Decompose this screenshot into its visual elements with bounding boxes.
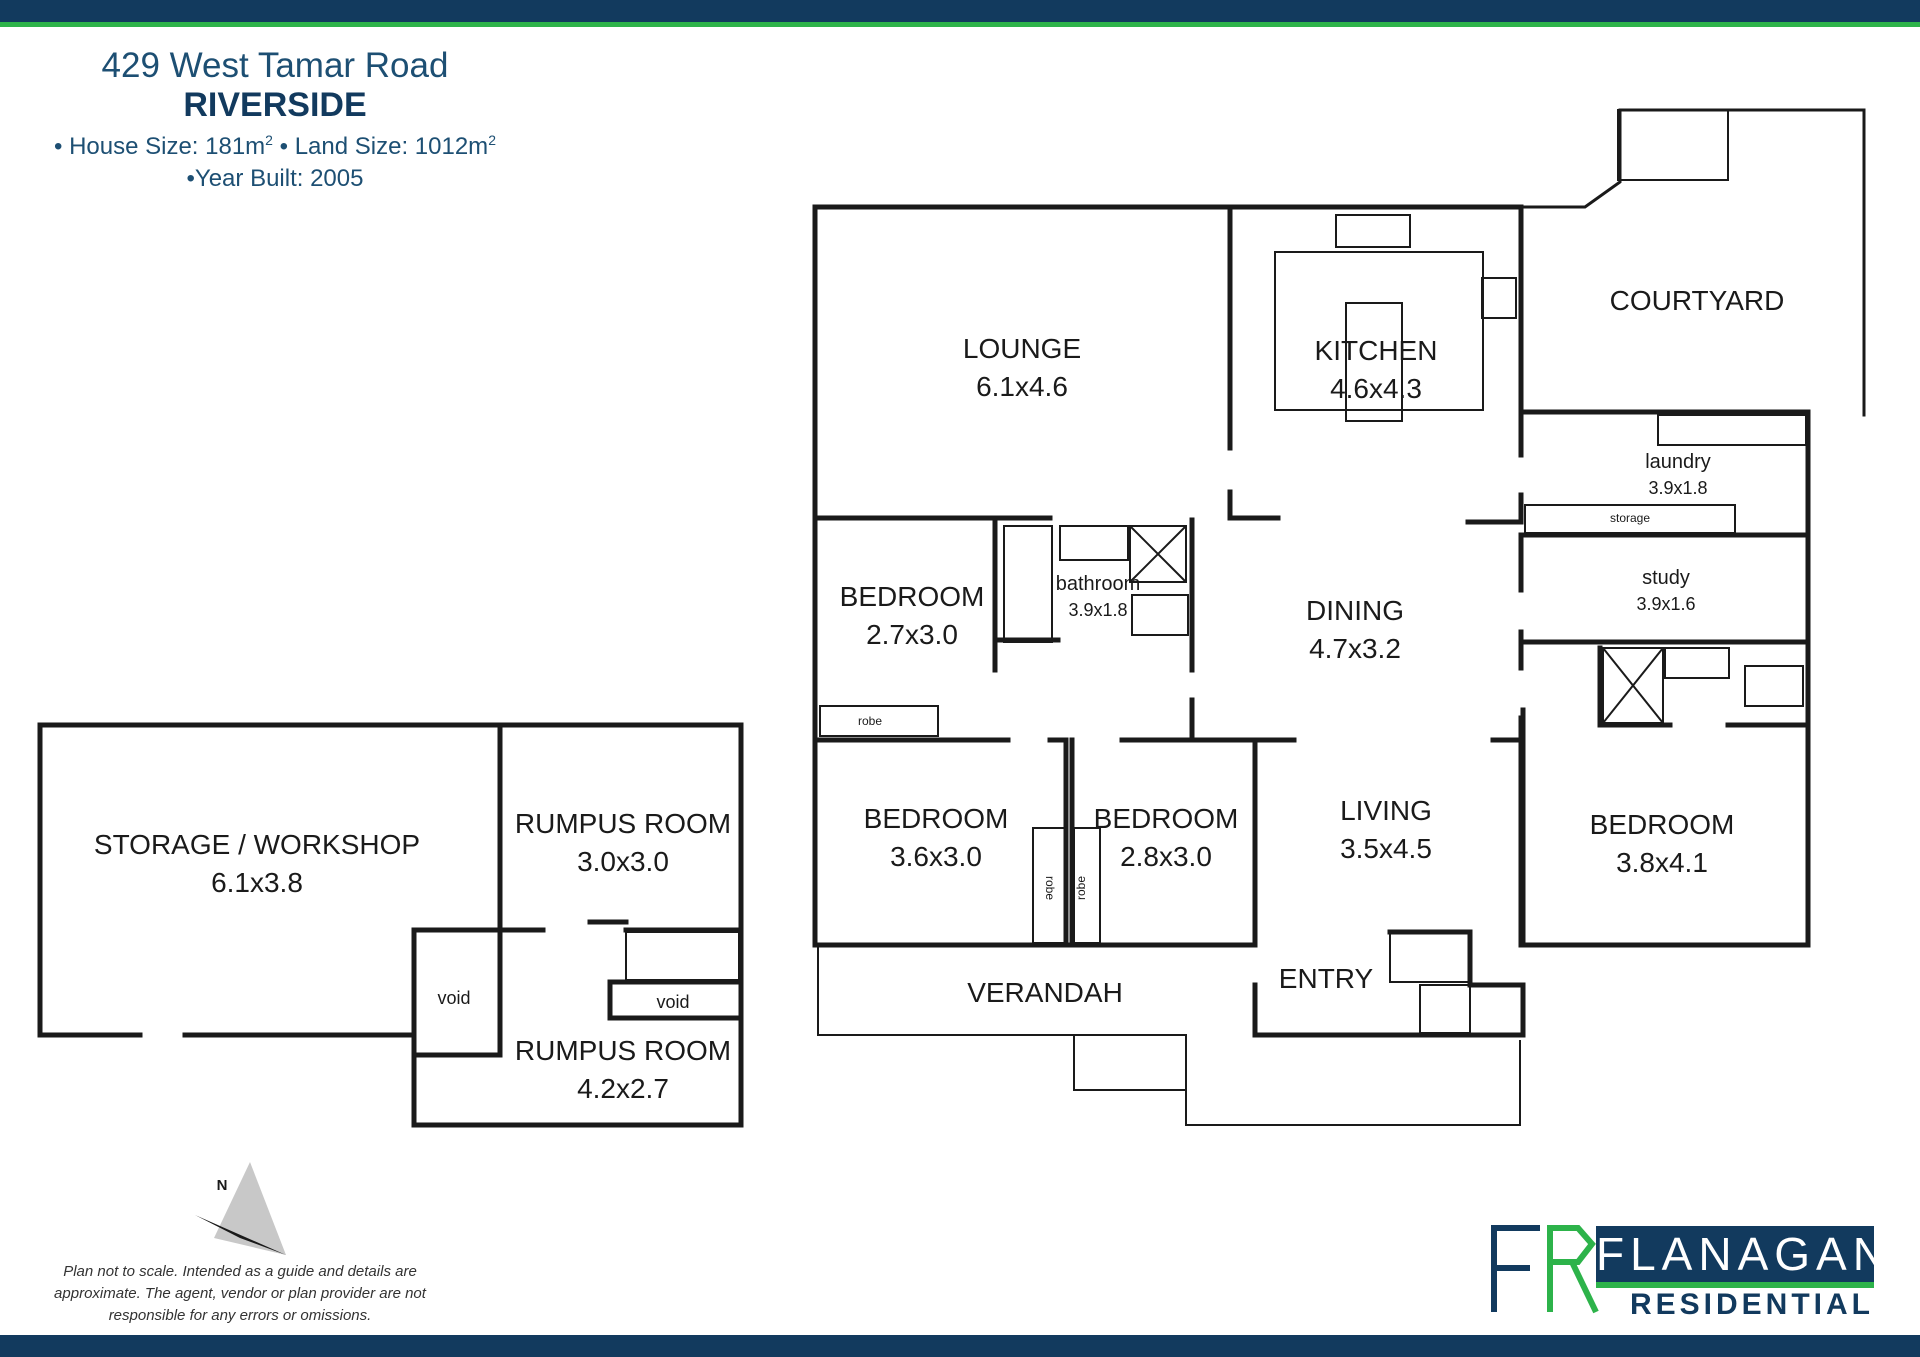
bottom-banner [0, 1335, 1920, 1357]
bedroom2-dim: 3.6x3.0 [890, 841, 982, 872]
storage-workshop-label: STORAGE / WORKSHOP [94, 829, 420, 860]
study-label: study [1642, 567, 1690, 589]
room-labels: LOUNGE 6.1x4.6 KITCHEN 4.6x4.3 COURTYARD… [94, 285, 1784, 1104]
lower-stairs [625, 931, 740, 981]
bedroom2-label: BEDROOM [864, 803, 1009, 834]
disclaimer-note: Plan not to scale. Intended as a guide a… [54, 1263, 426, 1324]
rumpus1-dim: 3.0x3.0 [577, 846, 669, 877]
entry-label: ENTRY [1279, 963, 1374, 994]
storage-small-label: storage [1610, 511, 1650, 525]
dining-label: DINING [1306, 595, 1404, 626]
rumpus2-label: RUMPUS ROOM [515, 1035, 731, 1066]
living-label: LIVING [1340, 795, 1432, 826]
main-house-walls [812, 108, 1866, 1038]
bathroom-dim: 3.9x1.8 [1068, 600, 1127, 620]
north-compass-icon: N [195, 1162, 286, 1255]
laundry-label: laundry [1645, 451, 1711, 473]
lower-level-walls [37, 722, 744, 1128]
void2-label: void [656, 992, 689, 1012]
storage-workshop-dim: 6.1x3.8 [211, 867, 303, 898]
north-label: N [217, 1177, 228, 1194]
fixtures [817, 109, 1807, 1126]
property-header: 429 West Tamar Road RIVERSIDE • House Si… [20, 46, 530, 195]
logo-brand-name: FLANAGAN [1596, 1226, 1892, 1282]
logo-brand-sub: RESIDENTIAL [1629, 1288, 1874, 1321]
house-size-sup: 2 [265, 132, 273, 148]
property-address: 429 West Tamar Road [101, 46, 449, 85]
robe2-label: robe [1043, 876, 1057, 900]
bedroom3-label: BEDROOM [1094, 803, 1239, 834]
laundry-dim: 3.9x1.8 [1648, 478, 1707, 498]
top-accent-stripe [0, 22, 1920, 27]
year-built: •Year Built: 2005 [186, 165, 364, 192]
courtyard-label: COURTYARD [1610, 285, 1785, 316]
rumpus2-dim: 4.2x2.7 [577, 1073, 669, 1104]
dining-dim: 4.7x3.2 [1309, 633, 1401, 664]
land-size-sup: 2 [488, 132, 496, 148]
bedroom3-dim: 2.8x3.0 [1120, 841, 1212, 872]
lounge-dim: 6.1x4.6 [976, 371, 1068, 402]
bedroom4-dim: 3.8x4.1 [1616, 847, 1708, 878]
kitchen-dim: 4.6x4.3 [1330, 373, 1422, 404]
rumpus1-label: RUMPUS ROOM [515, 808, 731, 839]
void1-label: void [437, 988, 470, 1008]
bedroom4-label: BEDROOM [1590, 809, 1735, 840]
size-info: • House Size: 181m2 • Land Size: 1012m2 [20, 124, 530, 163]
robe3-label: robe [1074, 876, 1088, 900]
house-size: • House Size: 181m [54, 133, 266, 160]
robe1-label: robe [858, 714, 882, 728]
lounge-label: LOUNGE [963, 333, 1081, 364]
bathroom-label: bathroom [1056, 573, 1141, 595]
top-banner [0, 0, 1920, 22]
living-dim: 3.5x4.5 [1340, 833, 1432, 864]
bedroom1-label: BEDROOM [840, 581, 985, 612]
land-size: • Land Size: 1012m [279, 133, 489, 160]
fr-logo-icon [1491, 1225, 1599, 1314]
study-dim: 3.9x1.6 [1636, 594, 1695, 614]
verandah-label: VERANDAH [967, 977, 1123, 1008]
kitchen-label: KITCHEN [1315, 335, 1438, 366]
property-suburb: RIVERSIDE [183, 86, 367, 124]
bedroom1-dim: 2.7x3.0 [866, 619, 958, 650]
logo-accent-bar [1596, 1282, 1874, 1288]
